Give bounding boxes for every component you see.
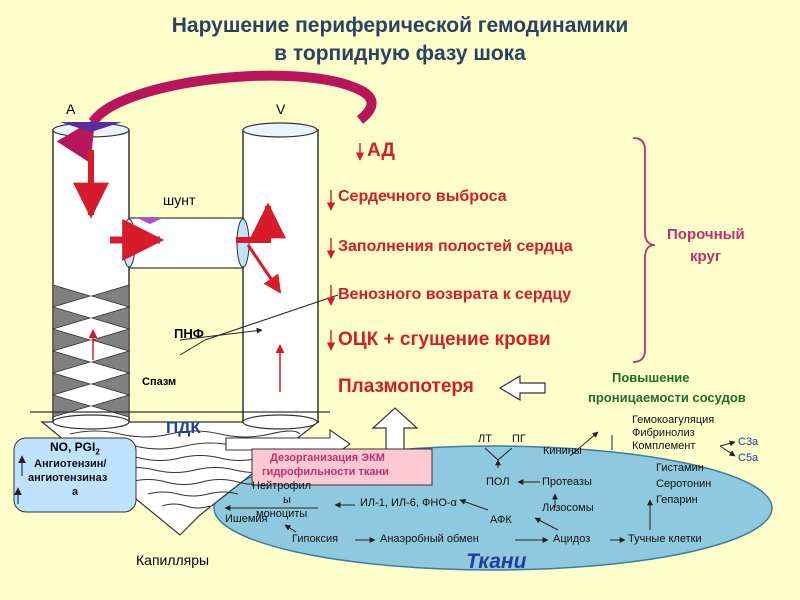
mediators-angiotensin: Ангиотензин/ — [34, 458, 107, 470]
artery-spasm-right — [90, 284, 131, 418]
permeability-line-1: Повышение — [612, 370, 690, 385]
tissue-c3a: С3а — [738, 436, 759, 448]
shunt-label: шунт — [163, 192, 196, 208]
tissue-afk: АФК — [490, 514, 512, 526]
vein-bottom — [242, 414, 318, 430]
pgi-subscript: 2 — [95, 447, 100, 457]
circulation-arrow — [56, 70, 377, 164]
mediators-angiotensinase-end: а — [72, 486, 79, 498]
tissue-ischemia: Ишемия — [225, 513, 268, 525]
artery-label: А — [66, 101, 76, 117]
artery-spasm — [51, 284, 92, 418]
capillaries-label: Капилляры — [136, 552, 210, 568]
tissue-neutrophils-1: Нейтрофил — [252, 480, 312, 492]
artery-bottom — [52, 414, 130, 430]
tissue-label: Ткани — [466, 550, 527, 573]
cascade-step-plasma-loss: Плазмопотеря — [338, 376, 474, 397]
vein-top — [242, 122, 318, 138]
cascade-step-ad: АД — [367, 140, 395, 161]
tissue-serotonin: Серотонин — [656, 478, 712, 490]
tissue-arrows — [224, 431, 736, 543]
tissue-hypoxia: Гипоксия — [292, 533, 339, 545]
pnf-pointer-2 — [179, 339, 206, 356]
vein-down-arrow — [246, 244, 282, 294]
title-line-1: Нарушение периферической гемодинамики — [171, 14, 629, 37]
mediators-angiotensinase: ангиотензиназ — [28, 472, 108, 484]
cascade-step-bcv: ОЦК + сгущение крови — [338, 329, 551, 350]
tissue-neutrophils-2: ы — [283, 494, 291, 506]
vicious-circle-line-2: круг — [690, 248, 722, 265]
tissue-anaerobic: Анаэробный обмен — [380, 533, 479, 545]
tissue-c5a: С5а — [738, 452, 759, 464]
tissue-neutrophils-3: моноциты — [256, 508, 308, 520]
ecm-line-1: Дезорганизация ЭКМ — [270, 452, 385, 464]
tissue-complement: Комплемент — [632, 440, 696, 452]
tissue-fibrinolysis: Фибринолиз — [632, 427, 695, 439]
permeability-line-2: проницаемости сосудов — [588, 390, 746, 405]
spasm-pointer — [179, 327, 263, 341]
tissue-pg: ПГ — [512, 433, 526, 445]
artery-inlet-marker — [60, 122, 122, 132]
tissue-lysosomes: Лизосомы — [542, 502, 594, 514]
tissue-pol: ПОЛ — [486, 476, 510, 488]
ecm-box — [251, 448, 433, 486]
pnf-label: ПНФ — [174, 326, 204, 341]
spasm-label: Спазм — [142, 376, 177, 388]
cascade-step-cardiac-output: Сердечного выброса — [338, 188, 507, 205]
title-line-2: в торпидную фазу шока — [274, 42, 526, 65]
vicious-circle-line-1: Порочный — [667, 226, 745, 243]
tissue-mast-cells: Тучные клетки — [628, 533, 702, 545]
tissue-heparin: Гепарин — [656, 494, 698, 506]
tissue-kinins: Кинины — [543, 445, 582, 457]
tissue-histamine: Гистамин — [656, 462, 704, 474]
pdk-label: ПДК — [166, 418, 201, 437]
vein-label: V — [276, 101, 286, 117]
mediators-no-pgi: NO, PGI2 — [50, 440, 100, 457]
tissue-hemocoagulation: Гемокоагуляция — [632, 414, 715, 426]
vein-branch-arrow — [236, 202, 286, 243]
plasma-loss-arrow — [498, 374, 546, 402]
cascade-step-venous-return: Венозного возврата к сердцу — [338, 286, 572, 303]
cascade-arrows — [326, 143, 365, 351]
tissue-lt: ЛТ — [478, 433, 492, 445]
ecm-line-2: гидрофильности ткани — [262, 466, 389, 478]
tissue-interleukins: ИЛ-1, ИЛ-6, ФНО-α — [360, 497, 457, 509]
vicious-circle-bracket — [632, 137, 656, 363]
tissue-acidosis: Ацидоз — [553, 533, 591, 545]
tissue-proteases: Протеазы — [542, 476, 592, 488]
pnf-pointer — [204, 294, 339, 341]
mediators-box — [13, 437, 137, 513]
ecm-up-arrow — [371, 407, 419, 451]
cascade-step-cavity-filling: Заполнения полостей сердца — [338, 238, 573, 255]
